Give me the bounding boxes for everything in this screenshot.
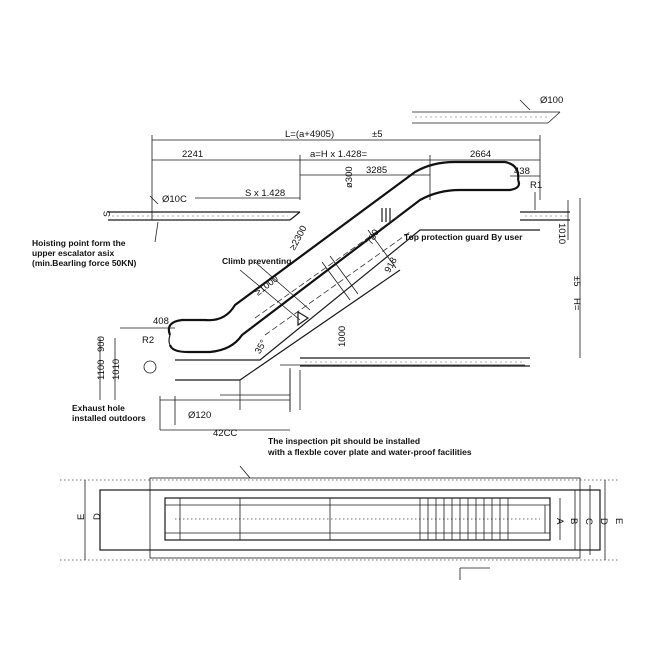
left-span-label: 2241 [182, 149, 203, 160]
plan-E-left-label: E [76, 514, 87, 520]
phi300-label: ø300 [344, 166, 355, 188]
s-label: S [102, 211, 113, 217]
phi100-top-label: Ø100 [540, 95, 563, 106]
hoisting-note-line2: upper escalator asix [32, 248, 114, 258]
hoisting-note-line1: Hoisting point form the [32, 238, 126, 248]
plan-B-label: B [568, 518, 579, 524]
pit-leader [239, 465, 251, 479]
dim-900-label: 900 [96, 336, 107, 352]
pit-note-line1: The inspection pit should be installed [268, 436, 420, 446]
exhaust-note-line1: Exhaust hole [72, 403, 125, 413]
lower-hoist-point [143, 360, 157, 374]
exhaust-note-line2: installed outdoors [72, 413, 146, 423]
phi100-left-label: Ø10C [162, 194, 187, 205]
plan-A-label: A [554, 518, 565, 525]
plan-D-label: D [598, 518, 609, 525]
hoisting-note-line3: (min.Bearling force 50KN) [32, 258, 137, 268]
dim-2300-label: ≥2300 [287, 224, 309, 252]
span-dimensions [152, 155, 540, 200]
dim-3285-label: 3285 [366, 165, 387, 176]
escalator-truss [167, 160, 540, 410]
plan-view [60, 477, 620, 580]
mid-span-label: a=H x 1.428= [310, 149, 367, 160]
total-tolerance-label: ±5 [372, 129, 383, 140]
r2-label: R2 [142, 335, 154, 346]
dim-1010-left-label: 1010 [111, 359, 122, 380]
dim-438-label: 438 [514, 166, 530, 177]
phi120-label: Ø120 [188, 410, 211, 421]
top-guard-label: Top protection guard By user [404, 232, 523, 242]
upper-floor-slab [108, 211, 570, 221]
pit-1000-label: 1000 [337, 326, 348, 347]
top-pipe [412, 99, 561, 124]
right-span-label: 2664 [470, 149, 491, 160]
phi100-left-leader [149, 195, 159, 205]
climb-preventing-label: Climb preventing [222, 256, 291, 266]
dim-408-label: 408 [153, 316, 169, 327]
dim-1000-label: ≥1000 [253, 273, 281, 298]
plan-C-label: C [583, 518, 594, 525]
angle-label: 35° [253, 338, 270, 356]
top-protection-guard [381, 208, 391, 222]
s-dim-label: S x 1.428 [245, 188, 285, 199]
climb-preventing-device [239, 261, 311, 327]
pit-note-line2: with a flexble cover plate and water-pro… [267, 447, 472, 457]
plan-D-left-label: D [92, 513, 103, 520]
hoisting-leader [154, 221, 159, 243]
dim-1100-label: 1100 [96, 360, 107, 380]
h-tolerance-label: ±5 [571, 276, 582, 287]
lower-floor-slab [160, 357, 530, 412]
h-label: H= [571, 298, 582, 311]
dim-4200-label: 42CC [213, 428, 237, 439]
right-1010-label: 1010 [556, 223, 567, 244]
plan-E-label: E [613, 518, 624, 524]
overall-length-dimension [151, 135, 541, 220]
total-length-label: L=(a+4905) [285, 129, 334, 140]
plan-steps [419, 498, 509, 540]
r1-label: R1 [530, 180, 542, 191]
